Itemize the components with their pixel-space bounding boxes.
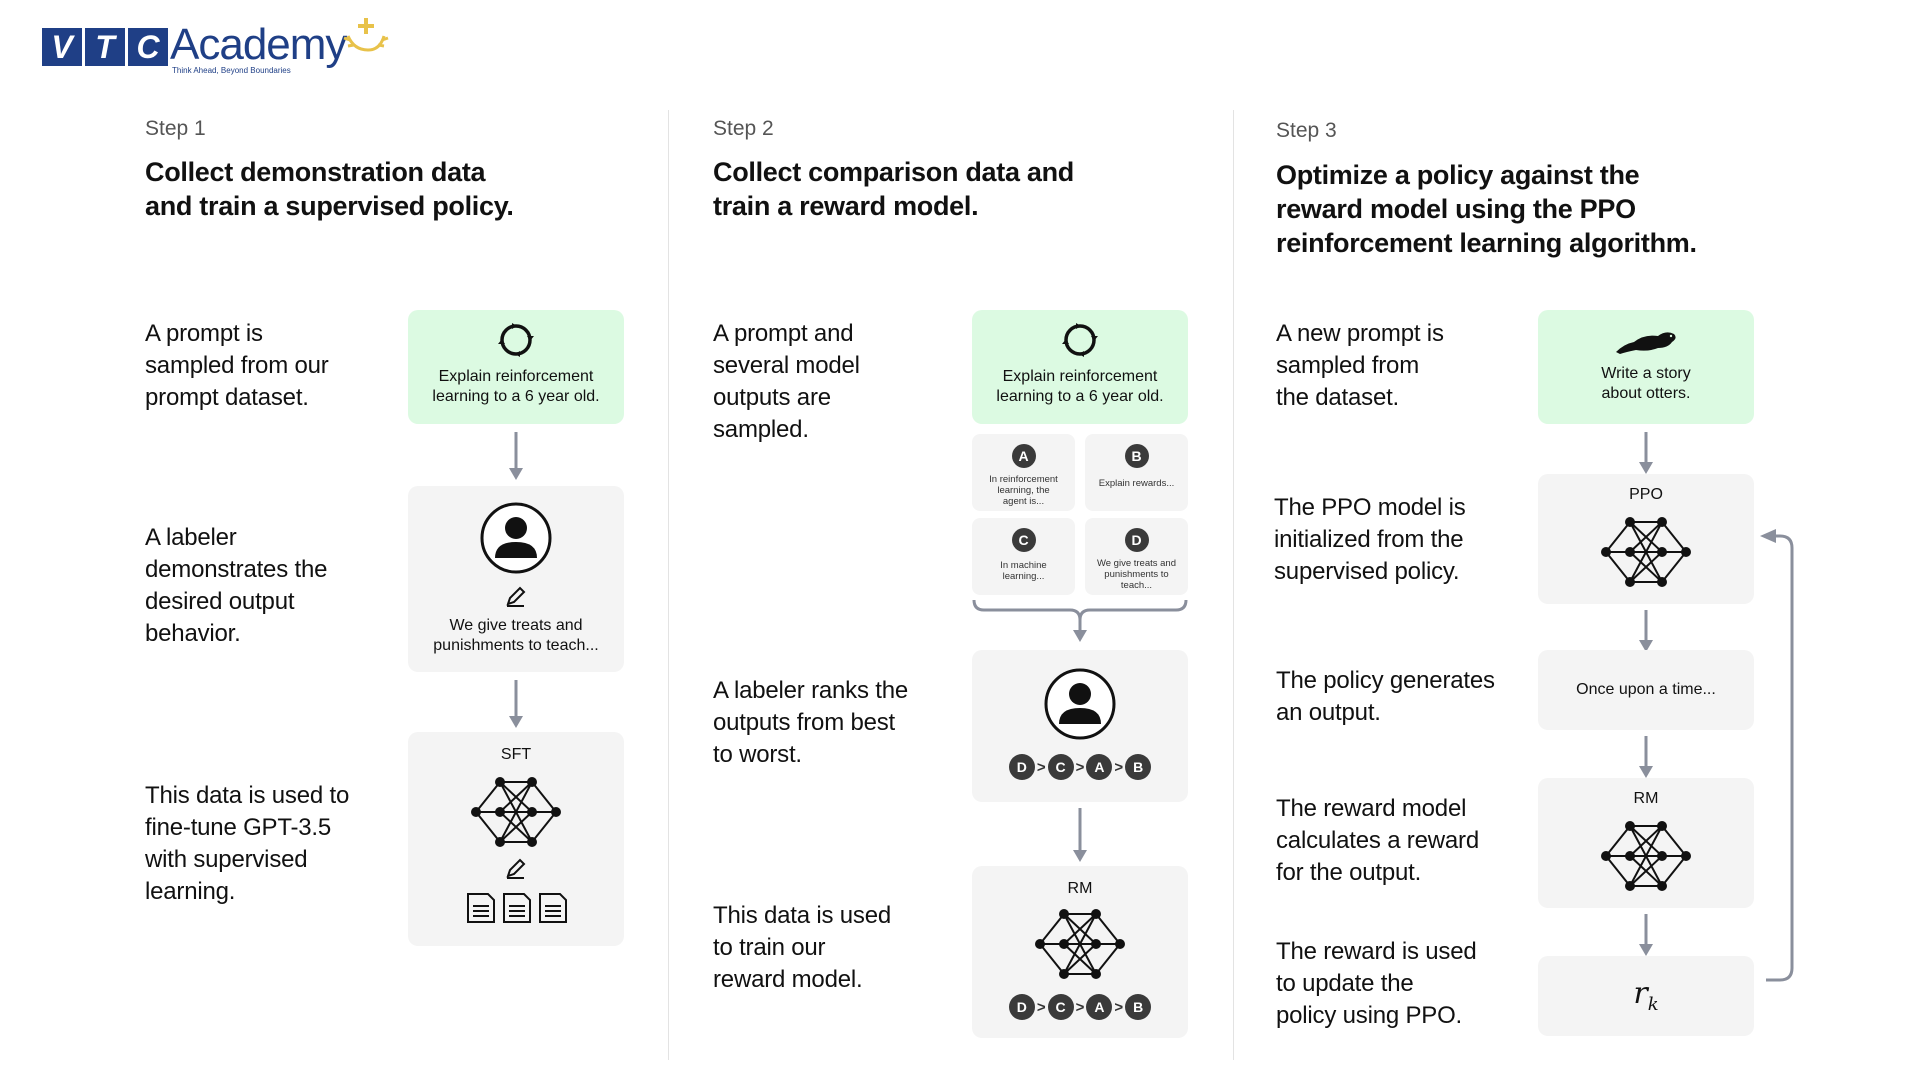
arrow-down-icon [1639, 736, 1653, 778]
bracket-merge-icon [972, 599, 1188, 642]
step3-rm-card: RM [1538, 778, 1754, 908]
documents-icon [467, 893, 567, 923]
step1-prompt-card: Explain reinforcement learning to a 6 ye… [408, 310, 624, 424]
step2-prompt-card: Explain reinforcement learning to a 6 ye… [972, 310, 1188, 424]
refresh-cycle-icon [498, 323, 534, 357]
neural-network-icon [1035, 909, 1125, 979]
step3-output-card: Once upon a time... [1538, 650, 1754, 730]
step2-prompt-line1: Explain reinforcement [1002, 368, 1158, 385]
step1-prompt-line2: learning to a 6 year old. [432, 388, 600, 405]
arrow-down-icon [1639, 610, 1653, 652]
step1-labeler-card: We give treats and punishments to teach.… [408, 486, 624, 672]
reward-symbol: rk [1633, 976, 1659, 1015]
ranking-row: D>C>A>B [972, 754, 1188, 780]
refresh-cycle-icon [1062, 323, 1098, 357]
step1-labeler-line2: punishments to teach... [433, 637, 599, 654]
logo-letter-v: V [42, 28, 82, 66]
neural-network-icon [471, 777, 561, 847]
feedback-loop-arrow-icon [1760, 529, 1794, 982]
step3-prompt-card: Write a story about otters. [1538, 310, 1754, 424]
step1-labeler-line1: We give treats and [449, 617, 583, 634]
arrow-down-icon [1639, 432, 1653, 474]
step3-prompt-line1: Write a story [1601, 365, 1691, 382]
step3-prompt-line2: about otters. [1601, 385, 1691, 402]
arrow-down-icon [1073, 808, 1087, 862]
output-letter-b: B [1124, 444, 1149, 468]
output-letter-c: C [1011, 528, 1036, 552]
vtc-academy-logo: V T C Academy Think Ahead, Beyond Bounda… [42, 18, 389, 78]
person-avatar-icon [480, 502, 552, 574]
pencil-icon [506, 586, 526, 607]
output-letter-d: D [1124, 528, 1149, 552]
step2-ranking-card: D>C>A>B [972, 650, 1188, 802]
logo-word: Academy [170, 20, 347, 69]
step1-sft-card: SFT [408, 732, 624, 946]
rm-ranking-row: D>C>A>B [972, 994, 1188, 1020]
arrow-down-icon [1639, 914, 1653, 956]
step1-label: Step 1 [145, 117, 206, 140]
policy-output-text: Once upon a time... [1576, 681, 1716, 698]
output-card-b: B Explain rewards... [1085, 434, 1188, 511]
sft-model-label: SFT [500, 746, 532, 763]
neural-network-icon [1601, 821, 1691, 891]
rm-model-label: RM [1633, 790, 1659, 807]
neural-network-icon [1601, 517, 1691, 587]
column-divider [1233, 110, 1234, 1060]
column-divider [668, 110, 669, 1060]
pencil-icon [506, 858, 526, 879]
laurel-plus-icon [343, 18, 389, 52]
step3-ppo-card: PPO [1538, 474, 1754, 604]
step2-rm-card: RM D>C>A>B [972, 866, 1188, 1038]
step2-prompt-line2: learning to a 6 year old. [996, 388, 1164, 405]
output-letter-a: A [1011, 444, 1036, 468]
logo-letter-t: T [85, 28, 125, 66]
logo-letter-c: C [128, 28, 168, 66]
step3-label: Step 3 [1276, 119, 1337, 142]
step3-reward-card: rk [1538, 956, 1754, 1036]
arrow-down-icon [509, 432, 523, 480]
otter-icon [1616, 332, 1676, 354]
person-avatar-icon [1044, 668, 1116, 740]
rm-model-label: RM [1067, 880, 1093, 897]
step1-prompt-line1: Explain reinforcement [438, 368, 594, 385]
logo-tagline: Think Ahead, Beyond Boundaries [172, 66, 291, 75]
ppo-model-label: PPO [1629, 486, 1663, 503]
step2-label: Step 2 [713, 117, 774, 140]
arrow-down-icon [509, 680, 523, 728]
